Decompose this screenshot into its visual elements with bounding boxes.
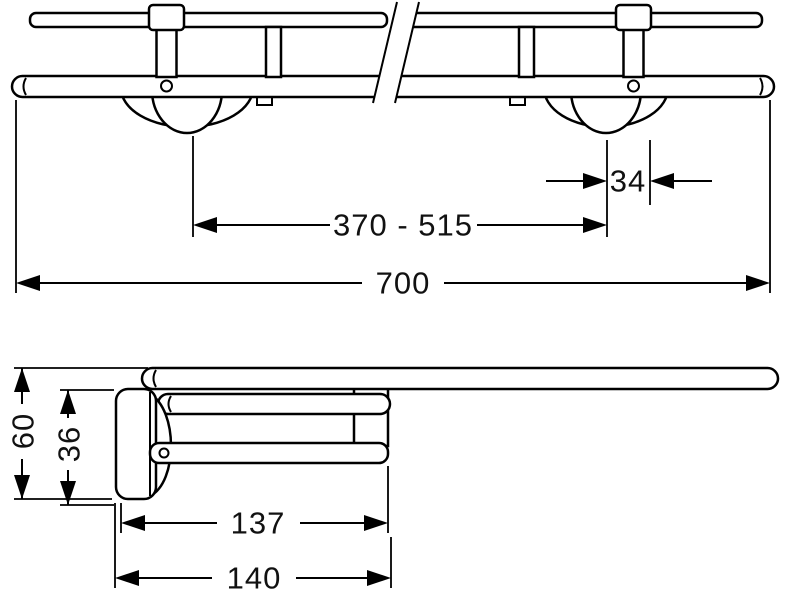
dim-offset-label: 34 bbox=[610, 164, 646, 199]
dim-bracket-spacing: 370 - 515 bbox=[192, 136, 607, 243]
bracket-cap bbox=[147, 3, 186, 32]
dim-overall-height-label: 60 bbox=[6, 413, 41, 449]
bracket-post bbox=[155, 25, 178, 79]
dim-overall-depth-label: 140 bbox=[227, 561, 282, 596]
bracket-cap bbox=[614, 3, 653, 32]
inner-rail-cap-line bbox=[167, 395, 172, 413]
support-rail-right-segment bbox=[406, 11, 764, 29]
dim-arm-length: 137 bbox=[120, 466, 389, 541]
side-view: 60 36 137 bbox=[6, 366, 780, 596]
main-rail-right-cap-line bbox=[759, 77, 764, 96]
bracket-screw bbox=[160, 79, 173, 93]
mounting-bracket-right bbox=[614, 3, 653, 93]
connector-post-left bbox=[264, 25, 283, 79]
top-view: 34 370 - 515 700 bbox=[10, 1, 776, 301]
outer-rail bbox=[140, 366, 780, 391]
bracket-post bbox=[622, 25, 645, 79]
bracket-screw bbox=[627, 79, 640, 93]
dim-overall-height: 60 bbox=[6, 367, 148, 500]
mounting-bracket-left bbox=[147, 3, 186, 93]
inner-rail bbox=[156, 392, 392, 416]
escutcheon-right-dome bbox=[569, 89, 643, 135]
dim-arm-length-label: 137 bbox=[231, 506, 286, 541]
dim-overall-width: 700 bbox=[15, 100, 771, 301]
dim-bracket-height-label: 36 bbox=[52, 426, 87, 462]
support-arm bbox=[148, 441, 390, 465]
dim-bracket-height: 36 bbox=[52, 389, 114, 506]
connector-post-right bbox=[517, 25, 536, 79]
break-marks bbox=[372, 1, 420, 104]
dim-offset: 34 bbox=[546, 140, 712, 237]
support-rail-left-segment bbox=[28, 11, 389, 29]
arm-screw bbox=[158, 447, 170, 459]
dim-overall-width-label: 700 bbox=[376, 266, 431, 301]
escutcheon-left-dome bbox=[150, 89, 224, 135]
dim-bracket-spacing-label: 370 - 515 bbox=[333, 208, 473, 243]
outer-rail-cap-line bbox=[152, 369, 157, 388]
dim-overall-depth: 140 bbox=[114, 503, 392, 596]
main-rail-left-cap-line bbox=[22, 77, 27, 96]
